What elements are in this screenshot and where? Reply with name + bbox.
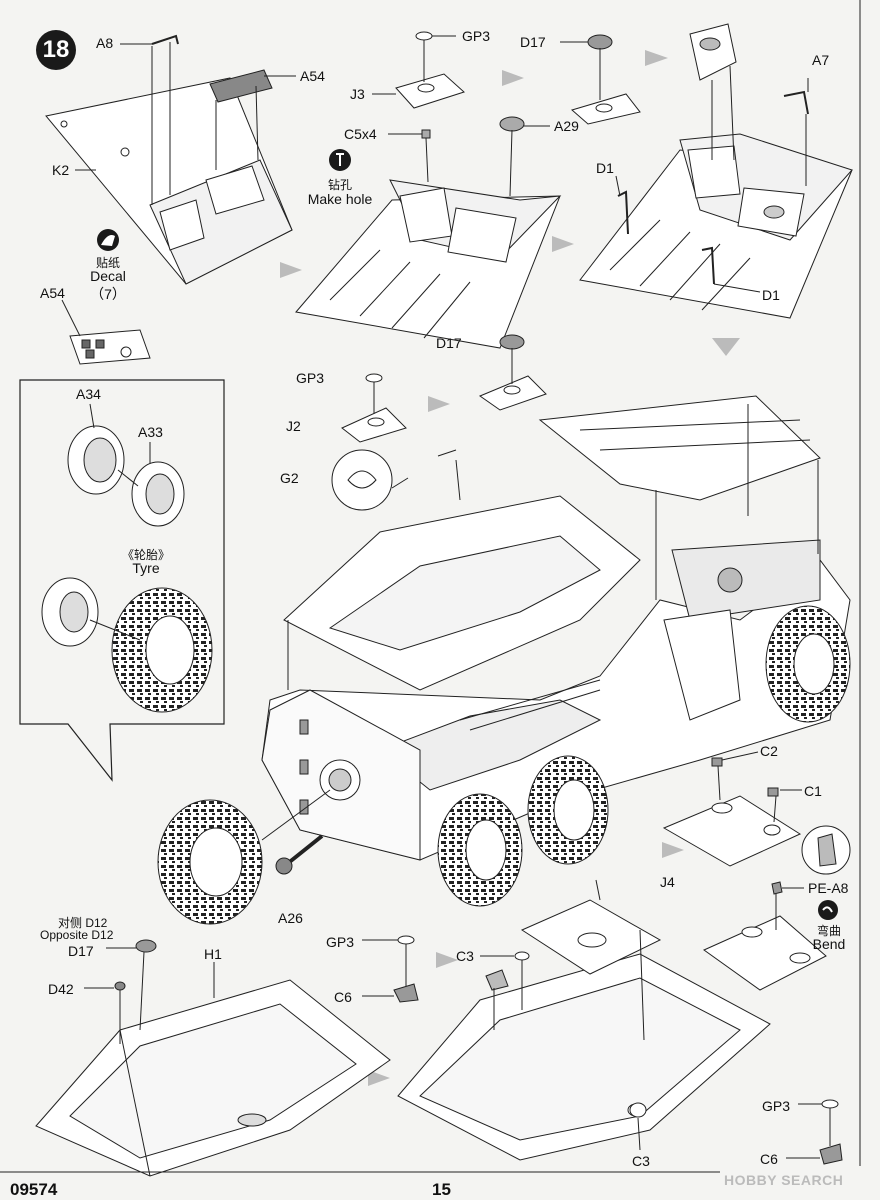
opposite-cn: 对侧 D12 — [58, 916, 108, 930]
part-a29 — [499, 116, 525, 132]
hull-wheel-3 — [765, 605, 851, 723]
inset-lines — [89, 403, 151, 641]
loose-wheel — [157, 789, 331, 925]
part-h1-hull-floor — [35, 979, 391, 1177]
label-h1: H1 — [204, 946, 222, 962]
assembly-lines-j4 — [717, 751, 802, 823]
make-hole-cn: 钻孔 — [327, 178, 352, 192]
part-c5 — [421, 129, 431, 139]
label-a26: A26 — [278, 910, 303, 926]
tyre-en: Tyre — [132, 560, 160, 576]
part-d17-middle — [478, 334, 547, 411]
part-a7-handle — [783, 90, 809, 115]
part-j3 — [395, 73, 465, 109]
decal-en: Decal — [90, 268, 126, 284]
part-j4-plate — [662, 795, 802, 867]
part-c3-group — [480, 929, 647, 1151]
hull-body — [261, 395, 851, 861]
part-c2 — [711, 757, 723, 767]
bend-detail-circle — [801, 825, 851, 875]
label-c3-lower: C3 — [632, 1153, 650, 1169]
decal-icon — [97, 229, 119, 251]
tyre-cn: 《轮胎》 — [121, 548, 170, 562]
label-c5x4: C5x4 — [344, 126, 377, 142]
label-g2: G2 — [280, 470, 299, 486]
label-gp3-middle: GP3 — [296, 370, 325, 386]
part-a54-upper — [209, 69, 273, 103]
part-g2 — [331, 449, 409, 511]
part-d17-top — [570, 34, 641, 125]
label-gp3-left: GP3 — [326, 934, 355, 950]
label-a8: A8 — [96, 35, 114, 51]
bend-en: Bend — [812, 936, 846, 952]
decal-cn: 贴纸 — [95, 256, 120, 270]
page-number: 15 — [432, 1180, 451, 1199]
lower-hatch-plate — [702, 894, 827, 991]
part-d1-handles — [617, 190, 715, 285]
hatch-panel-center — [295, 179, 562, 349]
assembly-lines-3 — [560, 41, 809, 293]
hatch-panel-right — [579, 133, 853, 319]
label-a29: A29 — [554, 118, 579, 134]
label-c6-left: C6 — [334, 989, 352, 1005]
tyre-inset-box — [19, 379, 225, 782]
label-c1: C1 — [804, 783, 822, 799]
label-d17-top: D17 — [520, 34, 546, 50]
kit-number: 09574 — [10, 1180, 58, 1199]
label-d1-lower: D1 — [762, 287, 780, 303]
wheel-rim-assembled — [41, 577, 99, 647]
part-a8-handle — [151, 34, 179, 45]
opposite-en: Opposite D12 — [40, 928, 114, 942]
part-hatch-lid-right — [689, 23, 737, 81]
label-pe-a8: PE-A8 — [808, 880, 849, 896]
tyre-inset — [111, 587, 213, 713]
label-d42: D42 — [48, 981, 74, 997]
label-c3-upper: C3 — [456, 948, 474, 964]
assembly-lines-2 — [372, 35, 550, 197]
hatch-panel-k2 — [45, 77, 293, 285]
label-j2: J2 — [286, 418, 301, 434]
part-c1 — [767, 787, 779, 797]
label-a34: A34 — [76, 386, 101, 402]
hull-wheel-1 — [437, 793, 523, 907]
drill-icon — [329, 149, 351, 171]
wheel-hub-a33 — [131, 461, 185, 527]
decal-number: （7） — [90, 286, 126, 302]
part-pe-a8 — [771, 881, 804, 895]
lower-hull-plate — [397, 899, 771, 1161]
part-gp3-a — [415, 31, 433, 41]
label-c2: C2 — [760, 743, 778, 759]
part-j2 — [341, 373, 407, 443]
label-d17-bottom: D17 — [68, 943, 94, 959]
watermark: HOBBY SEARCH — [724, 1172, 844, 1188]
bend-icon — [818, 900, 838, 920]
wheel-hub-a34 — [67, 425, 125, 495]
label-a33: A33 — [138, 424, 163, 440]
part-a54-decal — [61, 299, 151, 365]
label-j4: J4 — [660, 874, 675, 890]
label-gp3-right: GP3 — [762, 1098, 791, 1114]
bend-cn: 弯曲 — [816, 924, 841, 938]
part-gp3-c6-left — [362, 935, 419, 1003]
label-d1-upper: D1 — [596, 160, 614, 176]
label-a7: A7 — [812, 52, 830, 68]
step-badge: 18 — [36, 30, 76, 70]
assembly-lines-1 — [75, 42, 296, 205]
assembly-lines-hull — [287, 404, 819, 901]
make-hole-en: Make hole — [307, 191, 373, 207]
label-a54-upper: A54 — [300, 68, 325, 84]
label-j3: J3 — [350, 86, 365, 102]
label-a54-decal: A54 — [40, 285, 65, 301]
part-gp3-c6-right — [786, 1099, 843, 1165]
label-c6-right: C6 — [760, 1151, 778, 1167]
label-k2: K2 — [52, 162, 70, 178]
label-d17-middle: D17 — [436, 335, 462, 351]
part-a26-axle — [275, 834, 324, 875]
hull-wheel-2 — [527, 755, 609, 865]
part-d17-bottom — [84, 939, 215, 1044]
label-gp3-top: GP3 — [462, 28, 491, 44]
